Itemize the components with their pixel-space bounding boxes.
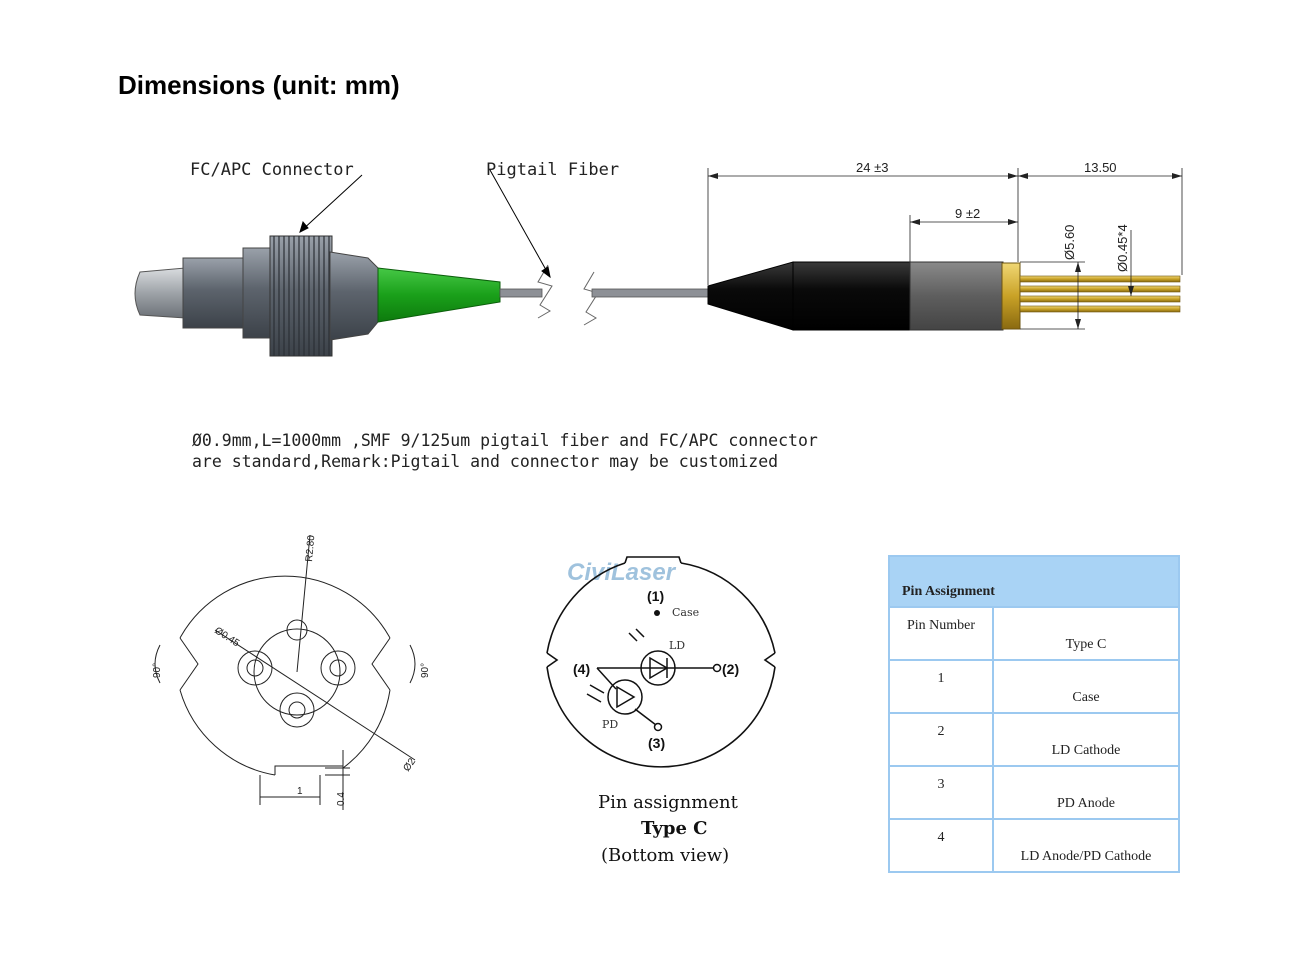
angle-left: 90°: [152, 663, 163, 678]
page-title: Dimensions (unit: mm): [118, 70, 400, 100]
ld-label: LD: [669, 639, 685, 652]
pin-number-cell: 2: [888, 712, 994, 767]
pin-4: (4): [573, 661, 590, 677]
pin-function-cell: PD Anode: [992, 765, 1180, 820]
table-row: 2 LD Cathode: [888, 712, 1180, 767]
pin-diagram: CiviLaser (1) Case LD PD (4) (2) (3) Pin…: [546, 556, 776, 866]
pin-function-cell: LD Cathode: [992, 712, 1180, 767]
table-row: 1 Case: [888, 659, 1180, 714]
pigtail-fiber: [499, 264, 711, 326]
bottom-view-drawing: R2.80 Ø0.45 Ø2 90° 90° 1 0.4: [152, 534, 431, 810]
dim-diameter-0-45x4: Ø0.45*4: [1115, 224, 1130, 272]
dim-diameter-2: Ø2: [401, 756, 418, 774]
pin-1: (1): [647, 588, 664, 604]
case-label: Case: [672, 606, 699, 619]
dim-9: 9 ±2: [955, 206, 980, 221]
dim-1: 1: [297, 786, 303, 797]
table-row: 4 LD Anode/PD Cathode: [888, 818, 1180, 873]
caption-bottom-view: (Bottom view): [601, 845, 729, 866]
dim-diameter-0-45: Ø0.45: [212, 625, 241, 649]
caption-pin-assignment: Pin assignment: [598, 792, 739, 813]
table-title: Pin Assignment: [888, 555, 1180, 608]
pin-assignment-table: Pin Assignment Pin Number Type C 1 Case …: [888, 555, 1180, 873]
fc-apc-connector: [134, 235, 501, 357]
laser-module-drawing: FC/APC Connector Pigtail Fiber 24 ±3 13.…: [134, 160, 1183, 471]
pd-label: PD: [602, 718, 618, 731]
dim-13-50: 13.50: [1084, 160, 1117, 175]
note-line-2: are standard,Remark:Pigtail and connecto…: [192, 452, 778, 471]
note-line-1: Ø0.9mm,L=1000mm ,SMF 9/125um pigtail fib…: [192, 431, 818, 450]
caption-type-c: Type C: [641, 818, 708, 839]
pin-number-cell: 1: [888, 659, 994, 714]
dim-r2-80: R2.80: [304, 534, 317, 562]
pin-2: (2): [722, 661, 739, 677]
table-header-row: Pin Number Type C: [888, 606, 1180, 661]
col-type-c: Type C: [992, 606, 1180, 661]
dim-0-4: 0.4: [336, 792, 347, 806]
fiber-label: Pigtail Fiber: [486, 160, 619, 180]
col-pin-number: Pin Number: [888, 606, 994, 661]
dim-diameter-5-60: Ø5.60: [1062, 225, 1077, 260]
pin-3: (3): [648, 735, 665, 751]
table-row: 3 PD Anode: [888, 765, 1180, 820]
pin-function-cell: Case: [992, 659, 1180, 714]
dim-24: 24 ±3: [856, 160, 888, 175]
pin-number-cell: 4: [888, 818, 994, 873]
laser-body: [707, 261, 1181, 331]
angle-right: 90°: [420, 663, 431, 678]
civilaser-logo: CiviLaser: [567, 559, 677, 586]
connector-label: FC/APC Connector: [190, 160, 354, 180]
pin-number-cell: 3: [888, 765, 994, 820]
pin-function-cell: LD Anode/PD Cathode: [992, 818, 1180, 873]
